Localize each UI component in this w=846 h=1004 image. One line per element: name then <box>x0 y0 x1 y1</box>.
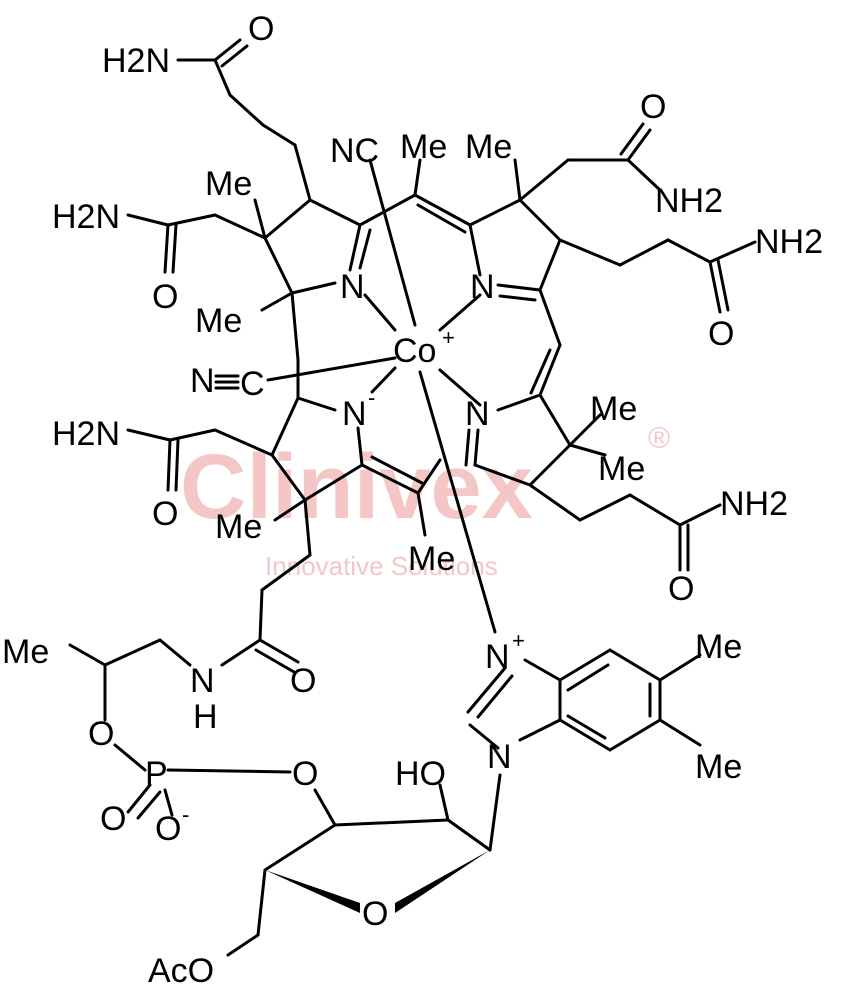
ribose-wedges <box>265 850 490 913</box>
label-acetoxy: AcO <box>148 952 214 990</box>
label-ring-n-bl-charge: - <box>368 385 375 410</box>
label-ring-n-bl: N <box>342 395 367 433</box>
label-phosphorus: P <box>145 755 168 793</box>
label-h2n-left-mid: H2N <box>52 415 120 453</box>
label-phos-o-double: O <box>100 800 126 838</box>
label-h2n-left-upper: H2N <box>52 198 120 236</box>
label-me-ring-c-1: Me <box>590 390 637 428</box>
watermark-logo: Clinivex <box>180 436 533 538</box>
label-me-ring-d: Me <box>215 508 262 546</box>
label-nh2-right-top: NH2 <box>655 182 723 220</box>
label-ring-n-br: N <box>465 395 490 433</box>
label-phos-o-minus: O <box>155 810 181 848</box>
label-ring-n-tr: N <box>470 268 495 306</box>
label-h-chain-amide: H <box>193 698 218 736</box>
clinivex-watermark: Clinivex ® Innovative Solutions <box>180 422 670 581</box>
atom-labels: H2N O H2N O H2N O O NH2 NH2 O NH2 O NC N… <box>2 10 823 990</box>
bond-network <box>68 38 757 957</box>
label-cobalt-charge: + <box>442 325 455 350</box>
label-imid-n-plus: N <box>485 638 510 676</box>
label-ribose-o3: O <box>292 755 318 793</box>
label-cyano-top: NC <box>330 132 379 170</box>
label-me-ring-a-2: Me <box>195 302 242 340</box>
label-nh2-right-upper: NH2 <box>755 223 823 261</box>
label-me-meso-top: Me <box>400 128 447 166</box>
label-me-ring-c-2: Me <box>598 450 645 488</box>
label-o-right-upper: O <box>708 315 734 353</box>
label-me-propyl: Me <box>2 633 49 671</box>
label-o-right-top: O <box>640 88 666 126</box>
label-me-ring-b: Me <box>465 128 512 166</box>
label-me-ring-a-1: Me <box>205 165 252 203</box>
label-imid-n-plus-charge: + <box>512 628 525 653</box>
watermark-registered-mark: ® <box>648 422 670 455</box>
label-cyano-left-n: N <box>190 362 215 400</box>
label-o-left-upper: O <box>152 278 178 316</box>
label-o-top: O <box>248 10 274 48</box>
label-cobalt: Co <box>393 332 436 370</box>
label-h2n-top: H2N <box>102 42 170 80</box>
label-o-right-lower: O <box>668 570 694 608</box>
label-phos-o-minus-charge: - <box>182 802 189 827</box>
label-me-meso-bottom: Me <box>408 540 455 578</box>
label-o-left-mid: O <box>152 495 178 533</box>
label-me-benz-2: Me <box>695 748 742 786</box>
label-phos-o-ester: O <box>88 715 114 753</box>
label-ribose-ring-o: O <box>362 895 388 933</box>
label-imid-n: N <box>487 738 512 776</box>
label-nh2-right-lower: NH2 <box>720 485 788 523</box>
label-cyano-left-c: C <box>240 365 265 403</box>
label-ring-n-tl: N <box>340 268 365 306</box>
watermark-tagline: Innovative Solutions <box>265 551 498 581</box>
label-ribose-oh: HO <box>395 755 446 793</box>
label-me-benz-1: Me <box>695 628 742 666</box>
label-o-chain-amide: O <box>290 662 316 700</box>
label-n-chain-amide: N <box>190 662 215 700</box>
